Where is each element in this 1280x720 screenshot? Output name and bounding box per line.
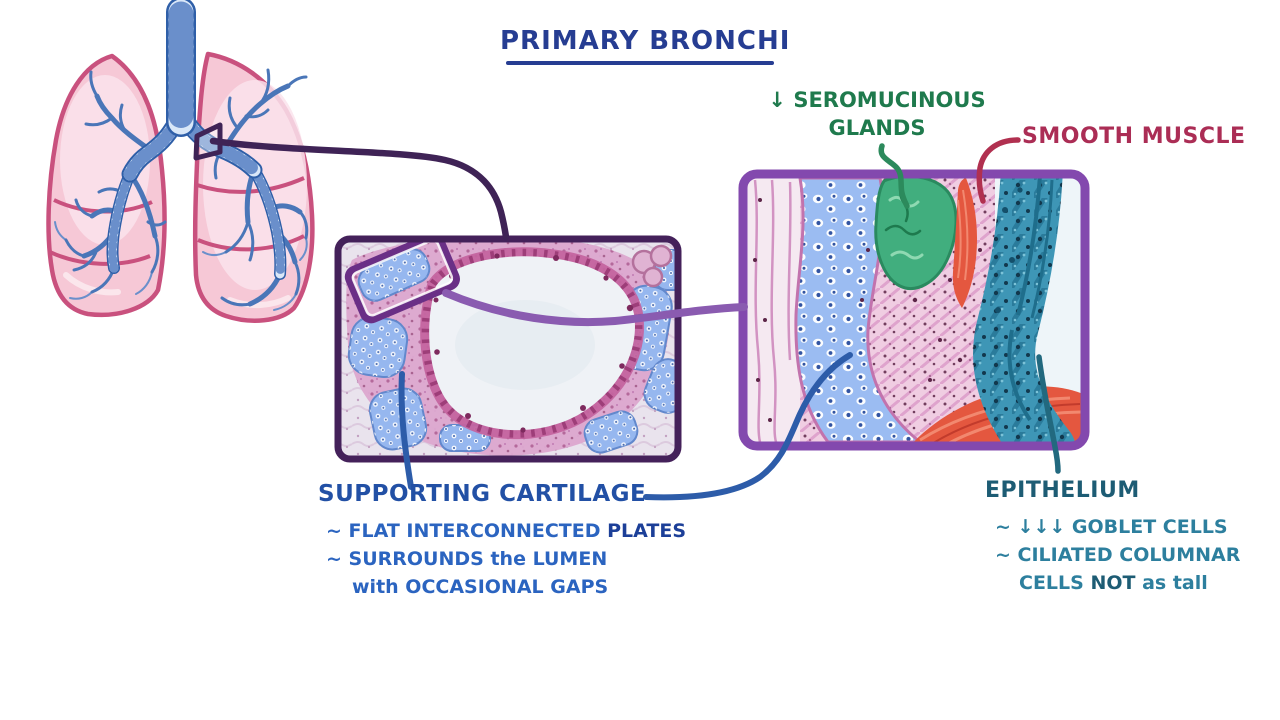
histology-panel-magnified [738, 169, 1090, 451]
smooth-muscle-label: SMOOTH MUSCLE [1022, 124, 1246, 149]
perichondrium-strip [753, 179, 792, 442]
epithelium-bullet-2b: CELLS NOT as tall [995, 569, 1240, 597]
bronchus-lumen [420, 247, 644, 440]
seromucinous-line1: ↓ SEROMUCINOUS [768, 88, 986, 112]
epithelium-region [995, 178, 1052, 450]
epithelium-bullet-2b-post: as tall [1135, 572, 1208, 594]
cartilage-bullet-1-text: ~ FLAT INTERCONNECTED [326, 520, 608, 542]
lungs-illustration [46, 0, 315, 323]
epithelium-bullets: ~ ↓↓↓ GOBLET CELLS ~ CILIATED COLUMNAR C… [995, 513, 1240, 597]
dark-clumps [433, 253, 634, 433]
cartilage-bullet-1-bold: PLATES [607, 520, 687, 542]
epithelium-bullet-1: ~ ↓↓↓ GOBLET CELLS [995, 516, 1228, 538]
smooth-muscle-region [952, 178, 978, 308]
connector-cartilage-panel1 [398, 371, 414, 490]
connector-epithelium [1036, 354, 1061, 474]
cartilage-bullet-2b: with OCCASIONAL GAPS [352, 576, 609, 598]
cartilage-bullet-1: ~ FLAT INTERCONNECTED PLATES [326, 517, 686, 545]
epithelium-heading: EPITHELIUM [985, 478, 1140, 503]
epithelium-bullet-2: ~ CILIATED COLUMNAR [995, 544, 1241, 566]
connector-smooth-muscle [976, 137, 1021, 204]
bronchial-tree [54, 68, 309, 311]
connector-gland [878, 143, 910, 209]
inset-rectangle [344, 242, 460, 324]
epithelium-bullet-2b-bold: NOT [1090, 572, 1136, 594]
connector-cartilage-panel2 [643, 352, 853, 501]
connector-lungs-to-panel1 [209, 137, 510, 241]
lung-right-lobe [46, 53, 167, 318]
cartilage-bullet-2: ~ SURROUNDS the LUMEN [326, 548, 608, 570]
epithelium-bullet-2b-pre: CELLS [1019, 572, 1091, 594]
title-underline [506, 61, 774, 65]
histology-panel-overview [334, 235, 682, 463]
lung-left-lobe [192, 51, 315, 323]
seromucinous-glands-label: ↓ SEROMUCINOUS GLANDS [752, 86, 1002, 142]
connector-inset-to-panel2 [442, 289, 748, 327]
supporting-cartilage-heading: SUPPORTING CARTILAGE [318, 481, 647, 507]
gland-cluster [631, 244, 673, 288]
supporting-cartilage-bullets: ~ FLAT INTERCONNECTED PLATES ~ SURROUNDS… [326, 517, 686, 601]
seromucinous-line2: GLANDS [828, 116, 926, 140]
page-title: PRIMARY BRONCHI [500, 26, 791, 56]
